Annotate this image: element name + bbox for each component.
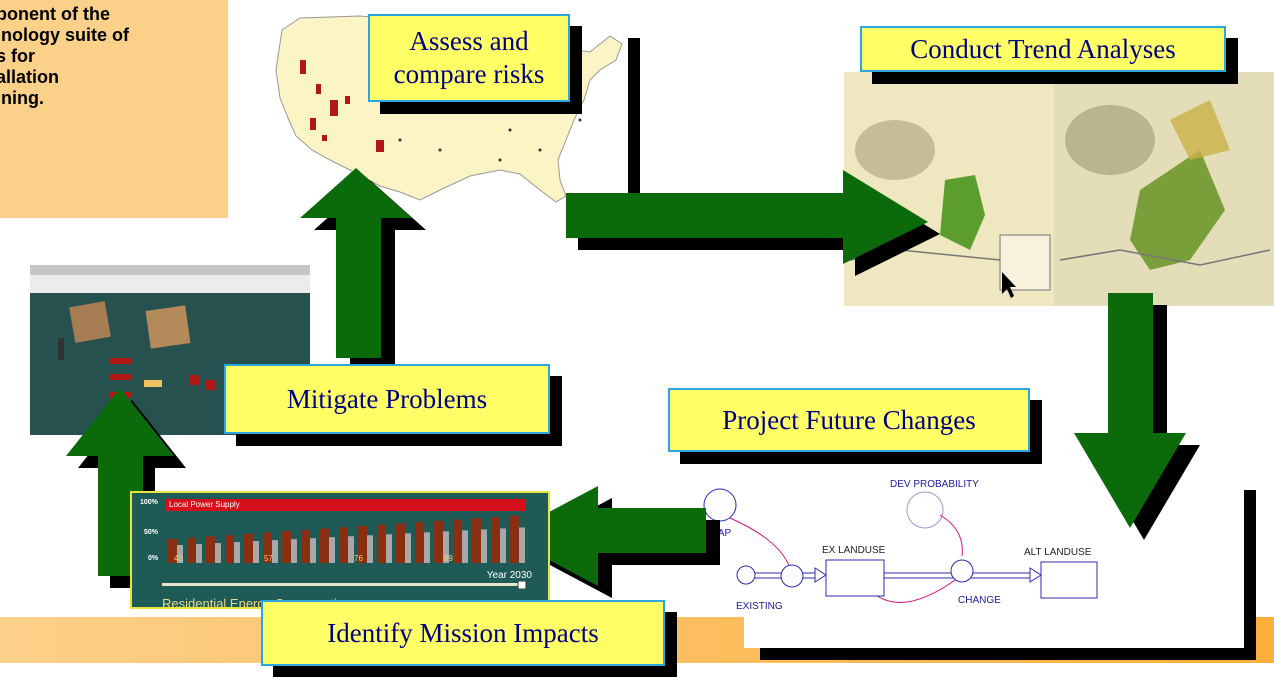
energy-bar <box>168 539 177 563</box>
identify-label-text: Identify Mission Impacts <box>327 617 599 648</box>
energy-bar-grey <box>405 533 411 563</box>
energy-bar-grey <box>386 534 392 563</box>
mitigate-label: Mitigate Problems <box>224 364 550 434</box>
energy-bar-grey <box>310 538 316 563</box>
energy-bar-grey <box>367 535 373 563</box>
arrow-up-to-assess <box>300 168 426 370</box>
ex-landuse-label: EX LANDUSE <box>822 545 886 556</box>
change-label: CHANGE <box>958 595 1001 606</box>
axis-label-top: 100% <box>140 499 158 506</box>
arrow-right-to-trend <box>566 170 940 276</box>
project-label-text: Project Future Changes <box>722 404 976 435</box>
energy-bar-grey <box>253 541 259 563</box>
energy-bar <box>377 524 386 563</box>
assess-label: Assess and compare risks <box>368 14 570 102</box>
existing-label: EXISTING <box>736 601 783 612</box>
intro-box: mponent of the chnology suite of ols for… <box>0 0 228 218</box>
alt-landuse-label: ALT LANDUSE <box>1024 547 1092 558</box>
axis-label-mid: 50% <box>144 529 159 536</box>
arrow-left-to-impacts <box>504 486 720 598</box>
intro-text: mponent of the chnology suite of ols for… <box>0 4 130 108</box>
energy-bars: 4057768993 <box>168 515 525 563</box>
energy-bar-grey <box>272 540 278 563</box>
energy-bar-grey <box>215 543 221 563</box>
energy-bar <box>320 528 329 563</box>
alt-landuse-box <box>1040 561 1098 599</box>
energy-bar-grey <box>348 536 354 563</box>
project-label: Project Future Changes <box>668 388 1030 452</box>
energy-bar <box>187 537 196 563</box>
energy-bar <box>510 515 519 563</box>
energy-bar-grey <box>424 532 430 563</box>
panel-shadow-right <box>1244 490 1256 660</box>
energy-bar <box>396 523 405 563</box>
energy-bar-grey <box>234 542 240 563</box>
cursor-icon <box>1002 272 1016 298</box>
energy-bar <box>434 520 443 563</box>
mitigate-label-text: Mitigate Problems <box>286 383 488 414</box>
panel-shadow-bottom <box>760 648 1256 660</box>
year-slider[interactable] <box>162 581 532 589</box>
energy-bar-grey <box>462 530 468 563</box>
energy-bar <box>301 529 310 563</box>
energy-bar <box>282 531 291 563</box>
energy-bar <box>472 518 481 563</box>
axis-label-bottom: 0% <box>148 555 159 562</box>
energy-bar-grey <box>481 529 487 563</box>
energy-value-label: 76 <box>354 554 363 563</box>
identify-label: Identify Mission Impacts <box>261 600 665 666</box>
trend-label: Conduct Trend Analyses <box>860 26 1226 72</box>
energy-bar-grey <box>291 539 297 563</box>
energy-bar-grey <box>519 527 525 563</box>
energy-value-label: 89 <box>444 554 453 563</box>
energy-value-label: 40 <box>174 554 183 563</box>
assess-label-text: Assess and compare risks <box>393 26 545 89</box>
energy-bar <box>358 526 367 563</box>
energy-bar <box>491 516 500 563</box>
energy-panel: Local Power Supply 100% 50% 0% 405776899… <box>130 491 550 609</box>
energy-bar-grey <box>177 545 183 563</box>
energy-bar <box>206 536 215 563</box>
energy-bar <box>415 522 424 563</box>
energy-bar <box>339 527 348 563</box>
trend-maps <box>844 72 1274 306</box>
energy-value-label: 57 <box>264 554 273 563</box>
energy-bar <box>263 532 272 563</box>
dev-probability-node <box>906 491 944 529</box>
energy-bar <box>244 533 253 563</box>
energy-bar-grey <box>500 528 506 563</box>
ex-landuse-box <box>825 559 885 597</box>
arrow-down-to-project <box>1074 293 1200 540</box>
energy-caption: Residential Energy Consumption <box>162 596 352 609</box>
energy-bar-grey <box>443 531 449 563</box>
year-label: Year 2030 <box>486 570 532 581</box>
dev-probability-label: DEV PROBABILITY <box>890 479 979 490</box>
energy-bar-grey <box>196 544 202 563</box>
lu-map-node <box>703 488 737 522</box>
trend-label-text: Conduct Trend Analyses <box>910 33 1176 64</box>
energy-bar-grey <box>329 537 335 563</box>
power-supply-bar: Local Power Supply <box>166 499 526 511</box>
energy-bar <box>453 519 462 563</box>
energy-bar <box>225 535 234 563</box>
